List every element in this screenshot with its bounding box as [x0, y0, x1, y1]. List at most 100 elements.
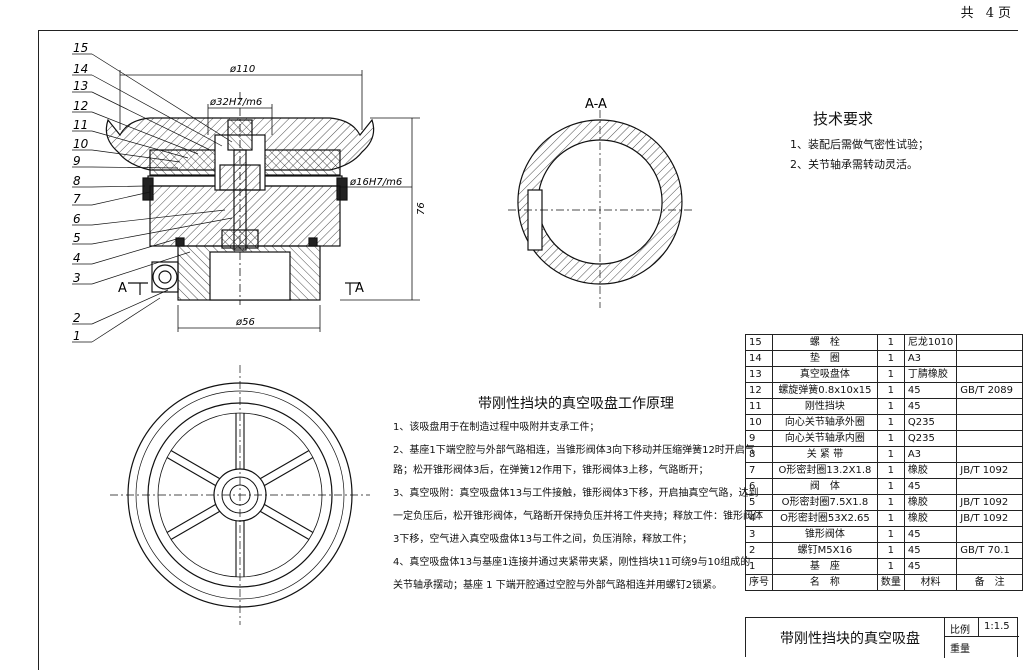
wheel-spoke	[264, 456, 314, 486]
principle-line-4: 3、真空吸附：真空吸盘体13与工件接触，锥形阀体3下移，开启抽真空气路，达到	[393, 488, 759, 499]
parts-list-cell: 数量	[876, 574, 905, 591]
leader-line	[91, 185, 146, 188]
wheel-spoke	[170, 510, 220, 540]
leader-line	[91, 91, 211, 151]
dimension-lines	[119, 70, 420, 332]
parts-list-cell: 橡胶	[903, 462, 958, 479]
parts-list-cell: 刚性挡块	[772, 398, 878, 415]
parts-list-cell: GB/T 70.1	[956, 542, 1023, 559]
parts-list-cell: 1	[876, 398, 905, 415]
parts-list-cell: 4	[745, 510, 773, 527]
principle-line-5: 一定负压后，松开锥形阀体，气路断开保持负压并将工件夹持；释放工件：锥形阀体	[393, 511, 763, 522]
parts-list-cell: 尼龙1010	[903, 334, 958, 351]
parts-list-cell	[956, 478, 1023, 495]
dim-16-label: ø16H7/m6	[349, 177, 402, 188]
wheel-spoke	[260, 510, 310, 540]
part-number-label: 3	[73, 271, 81, 285]
dim-76-label: 76	[416, 202, 427, 215]
wheel-spoke	[166, 504, 216, 534]
tech-req-item-1: 1、装配后需做气密性试验；	[790, 138, 929, 151]
parts-list-cell	[956, 398, 1023, 415]
parts-list-cell: 45	[903, 558, 958, 575]
leader-line	[91, 149, 181, 163]
parts-list-cell	[956, 350, 1023, 367]
scale-label: 比例	[950, 625, 970, 636]
parts-list-cell: 14	[745, 350, 773, 367]
parts-list-cell: O形密封圈53X2.65	[772, 510, 878, 527]
parts-list-cell	[956, 526, 1023, 543]
parts-list-cell: 13	[745, 366, 773, 383]
principle-line-7: 4、真空吸盘体13与基座1连接并通过夹紧带夹紧，刚性挡块11可绕9与10组成的	[393, 557, 751, 568]
parts-list-cell: 序号	[745, 574, 773, 591]
part-number-label: 11	[73, 118, 88, 132]
principle-title: 带刚性挡块的真空吸盘工作原理	[478, 396, 674, 412]
parts-list-cell: 45	[903, 526, 958, 543]
sheet-count-label: 共 4页	[960, 6, 1015, 21]
parts-list-cell: 螺钉M5X16	[772, 542, 878, 559]
drawing-frame	[38, 30, 1018, 670]
parts-list-cell: 名 称	[772, 574, 878, 591]
drawing-canvas: ø110 ø32H7/m6 ø16H7/m6 76 ø56 A A 151413…	[72, 41, 692, 625]
parts-list-cell: 阀 体	[772, 478, 878, 495]
parts-list-cell: 向心关节轴承内圈	[772, 430, 878, 447]
leader-line	[91, 74, 223, 147]
parts-list-cell: 45	[903, 542, 958, 559]
parts-list-cell: A3	[903, 446, 958, 463]
parts-list-cell: 1	[876, 446, 905, 463]
parts-list-cell: 1	[876, 478, 905, 495]
parts-list-cell	[956, 366, 1023, 383]
parts-list-cell: 7	[745, 462, 773, 479]
parts-list-cell: 1	[876, 414, 905, 431]
parts-list-cell: 45	[903, 398, 958, 415]
part-number-label: 6	[73, 212, 81, 226]
dim-56-label: ø56	[235, 317, 255, 328]
part-number-label: 12	[73, 99, 88, 113]
parts-list-cell: 2	[745, 542, 773, 559]
parts-list-cell	[956, 430, 1023, 447]
leader-line	[91, 251, 191, 285]
parts-list-cell: 3	[745, 526, 773, 543]
section-mark-a-right: A	[355, 281, 364, 296]
part-number-label: 1	[73, 329, 81, 343]
parts-list-cell: 45	[903, 478, 958, 495]
parts-list-cell	[956, 414, 1023, 431]
parts-list-cell: 6	[745, 478, 773, 495]
parts-list-cell: JB/T 1092	[956, 494, 1023, 511]
section-mark-a-left: A	[118, 281, 127, 296]
scale-value: 1:1.5	[984, 621, 1010, 632]
parts-list-cell: 1	[876, 366, 905, 383]
parts-list-cell: 橡胶	[903, 494, 958, 511]
leader-line	[91, 209, 226, 226]
wheel-spoke	[264, 504, 314, 534]
part-number-label: 9	[73, 154, 81, 168]
parts-list-cell: 材料	[903, 574, 958, 591]
parts-list-cell: 1	[876, 334, 905, 351]
dim-32-label: ø32H7/m6	[209, 97, 262, 108]
parts-list-cell: 12	[745, 382, 773, 399]
part-number-label: 13	[73, 79, 88, 93]
parts-list-cell: 1	[876, 542, 905, 559]
parts-list-cell: A3	[903, 350, 958, 367]
parts-list-cell: O形密封圈13.2X1.8	[772, 462, 878, 479]
part-number-label: 7	[73, 192, 81, 206]
part-number-label: 10	[73, 137, 89, 151]
parts-list-cell: JB/T 1092	[956, 510, 1023, 527]
parts-list-cell	[956, 558, 1023, 575]
wheel-spoke	[170, 450, 220, 480]
principle-line-3: 路；松开锥形阀体3后，在弹簧12作用下，锥形阀体3上移，气路断开；	[393, 465, 709, 476]
top-view	[110, 365, 370, 625]
parts-list-cell: 基 座	[772, 558, 878, 575]
tech-req-title: 技术要求	[813, 110, 874, 128]
